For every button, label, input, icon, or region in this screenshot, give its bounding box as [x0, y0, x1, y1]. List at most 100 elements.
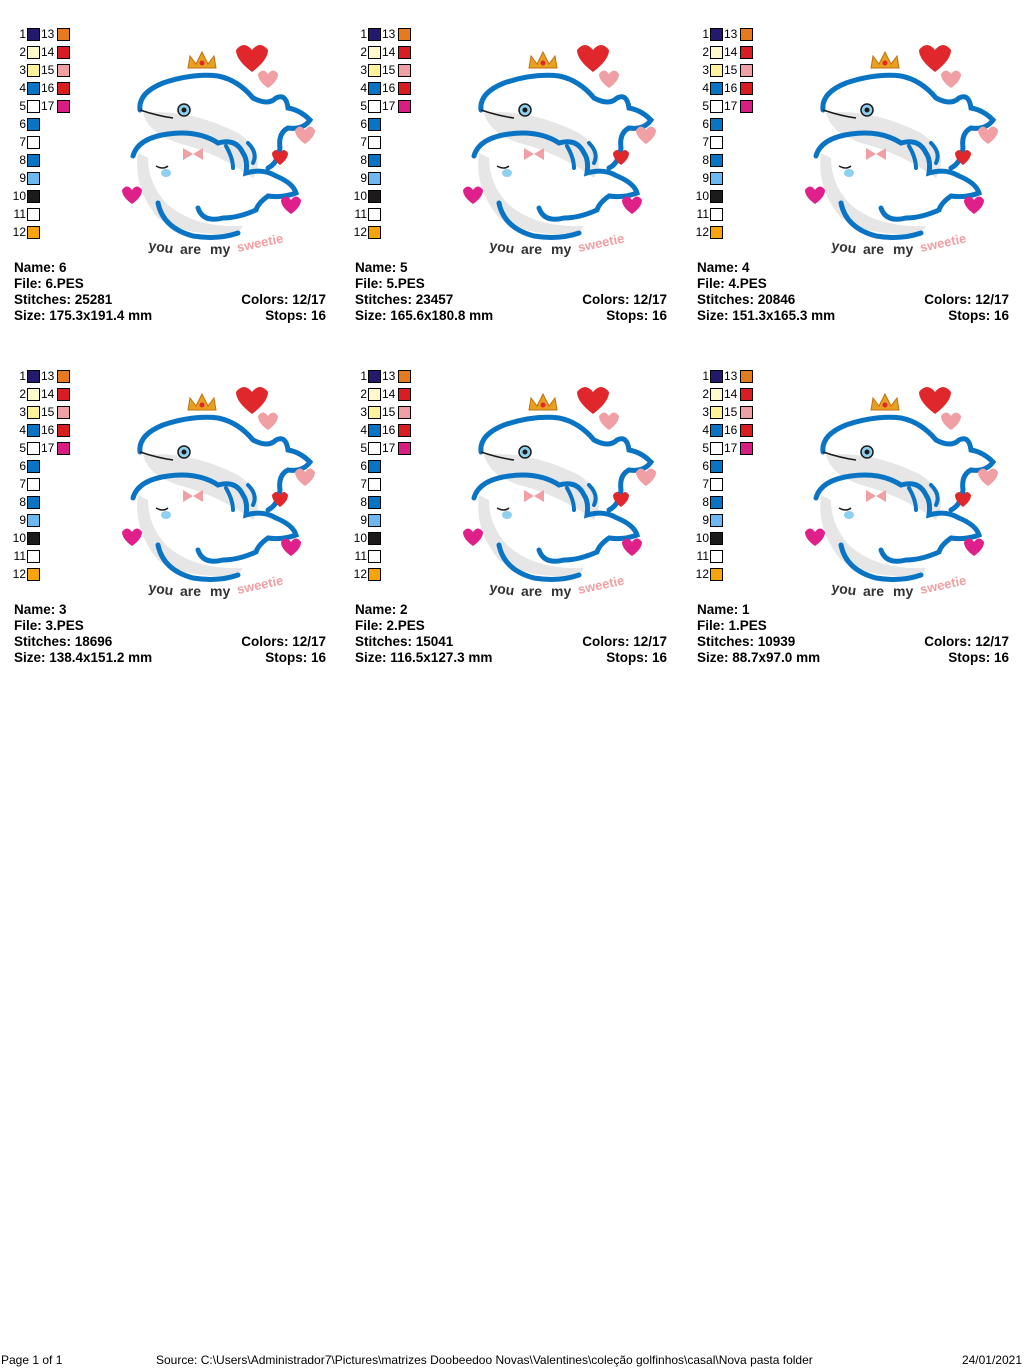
heart-red-small: [955, 492, 971, 507]
color-index: 3: [19, 405, 26, 419]
palette-entry: 7: [341, 135, 381, 149]
color-swatch: [368, 423, 381, 437]
color-index: 4: [19, 423, 26, 437]
belly-shadow-top: [143, 112, 258, 178]
color-count: Colors: 12/17: [582, 634, 667, 649]
design-file: File: 1.PES: [697, 618, 767, 633]
color-index: 12: [695, 567, 709, 581]
bow: [866, 148, 886, 160]
color-swatch: [740, 81, 753, 95]
color-index: 15: [724, 405, 738, 419]
color-index: 8: [702, 495, 709, 509]
color-swatch: [27, 477, 40, 491]
heart-pink: [295, 126, 315, 144]
caption-word: you: [831, 237, 858, 256]
bottom-dolphin-outline: [813, 472, 983, 564]
bow: [524, 490, 544, 502]
design-size: Size: 116.5x127.3 mm: [355, 650, 493, 665]
caption-word: my: [551, 583, 571, 599]
color-index: 7: [19, 477, 26, 491]
color-swatch: [710, 99, 723, 113]
dolphin-embroidery-preview: you are my sweetie: [122, 387, 315, 599]
heart-magenta: [805, 186, 825, 204]
heart-red-large: [577, 387, 609, 414]
caption-word: sweetie: [919, 230, 968, 254]
palette-entry: 8: [683, 153, 723, 167]
color-swatch: [368, 495, 381, 509]
color-index: 11: [13, 549, 26, 563]
color-swatch: [740, 45, 753, 59]
color-index: 14: [382, 387, 396, 401]
caption-word: you: [148, 237, 175, 256]
heart-red-small: [272, 492, 288, 507]
color-swatch: [368, 513, 381, 527]
color-index: 12: [695, 225, 709, 239]
caption-word: you: [489, 579, 516, 598]
caption-word: are: [521, 241, 542, 257]
heart-red-large: [919, 387, 951, 414]
color-swatch: [27, 387, 40, 401]
color-index: 17: [724, 99, 738, 113]
color-swatch: [710, 63, 723, 77]
palette-entry: 9: [341, 171, 381, 185]
color-swatch: [368, 531, 381, 545]
heart-magenta: [463, 186, 483, 204]
design-size: Size: 165.6x180.8 mm: [355, 308, 494, 323]
design-file: File: 4.PES: [697, 276, 767, 291]
color-index: 13: [41, 27, 55, 41]
palette-entry: 10: [683, 531, 723, 545]
crown: [187, 392, 217, 411]
palette-entry: 7: [683, 135, 723, 149]
palette-entry: 9: [683, 513, 723, 527]
color-index: 1: [19, 369, 26, 383]
caption-word: my: [551, 241, 571, 257]
color-index: 11: [13, 207, 26, 221]
crown: [187, 50, 217, 69]
color-swatch: [27, 189, 40, 203]
color-swatch: [27, 81, 40, 95]
color-index: 15: [382, 63, 396, 77]
palette-entry: 9: [0, 513, 40, 527]
color-swatch: [57, 423, 70, 437]
color-index: 14: [724, 387, 738, 401]
color-swatch: [740, 99, 753, 113]
heart-pink: [941, 412, 961, 430]
heart-red-small: [272, 150, 288, 165]
color-index: 7: [19, 135, 26, 149]
design-file: File: 6.PES: [14, 276, 84, 291]
color-index: 2: [360, 45, 367, 59]
color-index: 11: [354, 207, 367, 221]
caption-word: my: [893, 241, 913, 257]
palette-entry: 7: [683, 477, 723, 491]
design-size: Size: 88.7x97.0 mm: [697, 650, 821, 665]
dolphin-embroidery-preview: you are my sweetie: [122, 45, 315, 257]
stitch-count: Stitches: 25281: [14, 292, 113, 307]
bottom-dolphin-outline: [471, 130, 641, 222]
color-swatch: [710, 513, 723, 527]
color-count: Colors: 12/17: [241, 292, 326, 307]
design-name: Name: 1: [697, 602, 750, 617]
crown: [870, 50, 900, 69]
color-swatch: [368, 567, 381, 581]
color-swatch: [27, 423, 40, 437]
palette-entry: 6: [683, 459, 723, 473]
color-swatch: [398, 63, 411, 77]
color-swatch: [710, 207, 723, 221]
color-index: 9: [19, 171, 26, 185]
color-index: 8: [702, 153, 709, 167]
color-index: 1: [360, 369, 367, 383]
palette-entry: 10: [683, 189, 723, 203]
caption-word: are: [180, 583, 201, 599]
color-swatch: [368, 45, 381, 59]
bottom-dolphin-outline: [813, 130, 983, 222]
